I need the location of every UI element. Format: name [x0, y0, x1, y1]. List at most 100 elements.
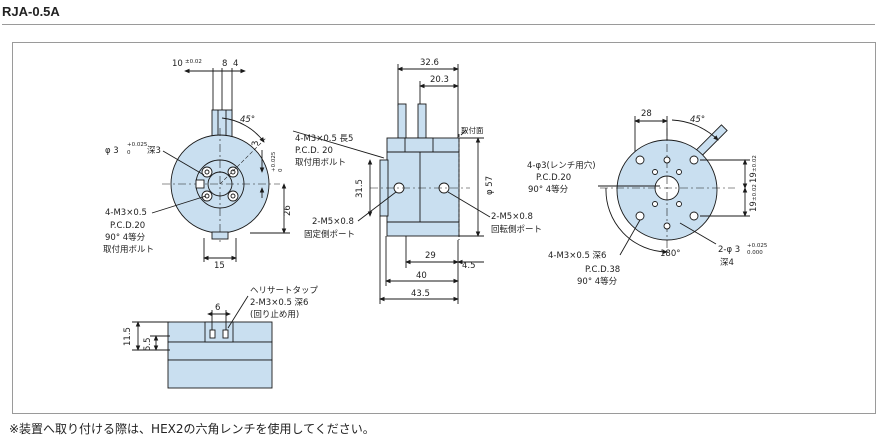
rear-dowel-tol-lower: 0.000 [747, 250, 763, 256]
dim-32-6: 32.6 [420, 58, 439, 68]
dim-19b: 19 [749, 201, 759, 212]
phi3-tol-lower: 0 [127, 150, 131, 156]
dim-43-5: 43.5 [411, 289, 430, 299]
rear-pcd20: P.C.D.20 [536, 173, 571, 183]
rear-phi3-holes: 4-φ3(レンチ用穴) [527, 160, 596, 171]
leader [679, 222, 717, 245]
bottom-tap-hole [222, 329, 229, 339]
rear-dowel-label: 2-φ 3 [718, 245, 740, 255]
rear-equal-b: 90° 4等分 [577, 276, 618, 287]
dim-19a: 19 [749, 172, 759, 183]
dim-6: 6 [215, 303, 220, 313]
front-bolt [201, 166, 213, 178]
leader [151, 195, 207, 214]
title-divider [2, 24, 875, 25]
bottom-tap-hole [209, 329, 216, 339]
rear-dowel [663, 222, 671, 230]
rear-dowel-depth: 深4 [720, 258, 734, 268]
dim-26: 26 [283, 205, 293, 216]
dim-3: 3 [251, 141, 261, 146]
rear-hole-small [652, 201, 658, 207]
bottom-key [204, 321, 234, 343]
rear-hole [635, 211, 645, 221]
front-view-labels: 10 ±0.02 8 4 45° φ 3 +0.025 0 深3 3 +0.02… [103, 59, 293, 271]
side-view [292, 64, 491, 304]
rear-pcd38: P.C.D.38 [585, 265, 620, 275]
phi3-depth: 深3 [147, 146, 161, 156]
side-shaft [417, 103, 427, 139]
leader [227, 295, 249, 329]
dim-4-5: 4.5 [462, 261, 476, 271]
bottom-screw: 2-M3×0.5 深6 [250, 298, 308, 308]
dim-29: 29 [425, 251, 436, 261]
port-left-spec: 2-M5×0.8 [312, 217, 354, 227]
rear-dowel [663, 156, 671, 164]
port-right-spec: 2-M5×0.8 [491, 212, 533, 222]
dim-40: 40 [416, 271, 427, 281]
rear-hole-small [676, 201, 682, 207]
bottom-mid-block [167, 341, 273, 361]
dim-8: 8 [222, 59, 227, 69]
side-body-top [404, 137, 434, 153]
front-notch [211, 231, 229, 240]
angle-45: 45° [240, 115, 255, 125]
dim-20-3: 20.3 [430, 75, 449, 85]
angle-arc-180 [605, 187, 668, 255]
rear-dowel-tol-upper: +0.025 [747, 243, 768, 249]
rear-angle-45: 45° [690, 115, 705, 125]
dim-3-tol-lower: 0 [278, 168, 284, 172]
bottom-view-labels: ヘリサートタップ 2-M3×0.5 深6 (回り止め用) 6 11.5 5.5 [123, 286, 319, 351]
side-screw-top: 4-M3×0.5 長5 [295, 134, 353, 144]
front-bolt [201, 190, 213, 202]
side-pcd: P.C.D. 20 [295, 146, 333, 156]
dim-phi57: φ 57 [485, 176, 495, 195]
rear-equal: 90° 4等分 [528, 184, 569, 195]
leader [357, 191, 397, 222]
dim-19a-tol: ±0.02 [752, 155, 758, 172]
front-view [151, 68, 290, 262]
leader [292, 130, 385, 159]
front-pcd: P.C.D.20 [110, 221, 145, 231]
bottom-base-block [167, 359, 273, 389]
bottom-note: (回り止め用) [250, 309, 299, 320]
dim-31-5: 31.5 [355, 179, 365, 198]
front-bolt-label: 取付用ボルト [103, 244, 154, 255]
leader [460, 129, 467, 136]
phi3-tol-upper: +0.025 [127, 142, 148, 148]
port-left-name: 固定側ポート [304, 229, 355, 240]
front-screw: 4-M3×0.5 [105, 208, 147, 218]
front-bolt [227, 166, 239, 178]
rear-view [598, 116, 750, 256]
helisert-label: ヘリサートタップ [250, 286, 319, 296]
side-view-labels: 32.6 20.3 取付面 4-M3×0.5 長5 P.C.D. 20 取付用ボ… [295, 58, 542, 299]
rear-hole [689, 155, 699, 165]
side-bolt: 取付用ボルト [295, 157, 346, 168]
rear-view-labels: 28 45° 4-φ3(レンチ用穴) P.C.D.20 90° 4等分 19 ±… [527, 109, 768, 287]
angle-arc [221, 117, 265, 143]
rear-hole-small [652, 169, 658, 175]
rear-hole [689, 211, 699, 221]
front-bolt [227, 190, 239, 202]
dim-11-5: 11.5 [123, 327, 133, 346]
rear-screw: 4-M3×0.5 深6 [548, 251, 606, 261]
dim-10-tol: ±0.02 [185, 59, 202, 65]
leader [619, 219, 641, 256]
rear-angle-180: 180° [660, 249, 680, 259]
dim-28: 28 [641, 109, 652, 119]
footnote: ※装置へ取り付ける際は、HEX2の六角レンチを使用してください。 [9, 422, 375, 436]
leader [447, 191, 491, 218]
side-shaft [397, 103, 407, 139]
rear-hole-small [676, 169, 682, 175]
angle-ref [219, 137, 267, 185]
rear-hole [635, 155, 645, 165]
port-right-name: 回転側ポート [491, 224, 542, 235]
leader [162, 150, 205, 176]
angle-arc [671, 119, 719, 141]
mount-face-label: 取付面 [461, 125, 484, 135]
dim-3-tol-upper: +0.025 [271, 151, 277, 172]
bottom-view [132, 295, 273, 389]
page-title: RJA-0.5A [2, 4, 60, 19]
dim-19b-tol: ±0.02 [752, 184, 758, 201]
phi3-label: φ 3 [105, 146, 119, 156]
